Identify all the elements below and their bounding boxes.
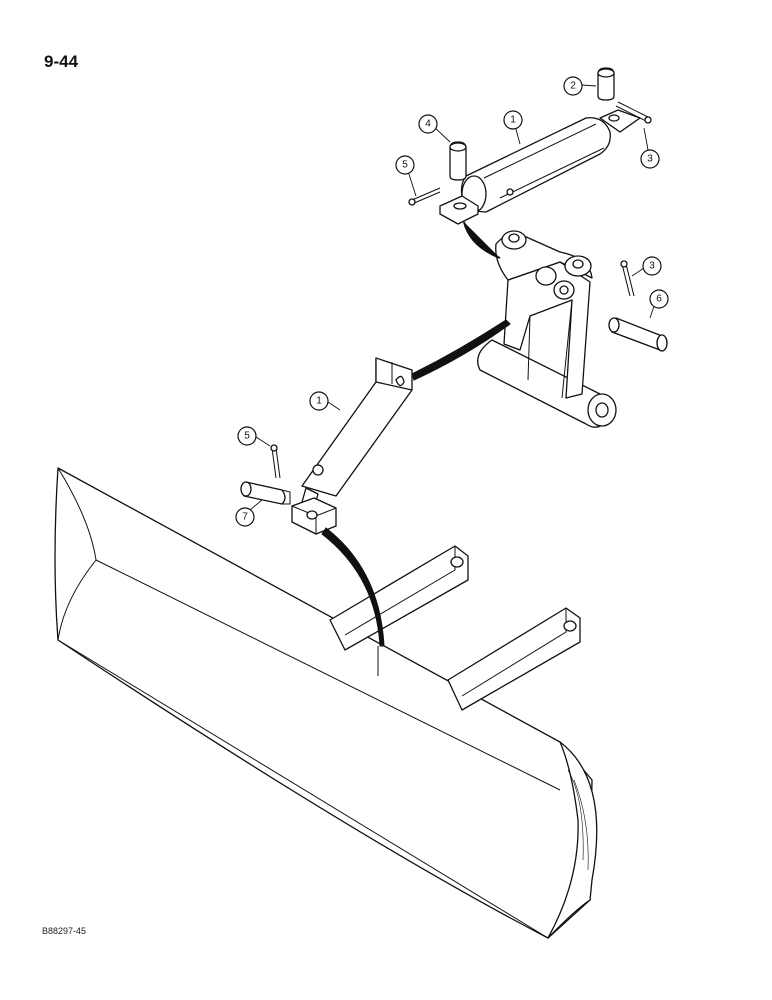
page-number: 9-44 [44,52,79,71]
callout-5-lower: 5 [237,426,257,446]
svg-text:1: 1 [510,115,516,126]
svg-text:5: 5 [244,431,250,442]
callout-5-upper: 5 [395,155,415,175]
push-arms [329,545,581,711]
figure-code: B88297-45 [42,926,87,936]
svg-text:3: 3 [649,261,655,272]
upper-cylinder [439,109,641,225]
cotter-pin-3-lower [620,260,635,297]
callout-1-lower: 1 [309,391,329,411]
svg-text:1: 1 [316,396,322,407]
connection-lines [321,221,511,676]
lower-cylinder [291,357,413,535]
dozer-blade [54,467,598,939]
pin-2 [597,67,615,101]
mounting-bracket [477,230,617,428]
callout-7: 7 [235,507,255,527]
callout-6: 6 [649,289,669,309]
svg-text:7: 7 [242,512,248,523]
cotter-pin-5-upper [408,187,441,206]
svg-text:5: 5 [402,160,408,171]
pin-6 [608,317,668,352]
pin-4 [449,141,467,181]
callout-2: 2 [563,76,583,96]
callout-4: 4 [418,114,438,134]
callout-3-upper: 3 [640,149,660,169]
svg-text:3: 3 [647,154,653,165]
pin-7 [240,481,291,505]
cotter-pin-5-lower [270,444,281,479]
svg-text:6: 6 [656,294,662,305]
svg-text:4: 4 [425,119,431,130]
callout-1-upper: 1 [503,110,523,130]
callout-3-lower: 3 [642,256,662,276]
cotter-pin-3-upper [615,101,652,124]
svg-text:2: 2 [570,81,576,92]
